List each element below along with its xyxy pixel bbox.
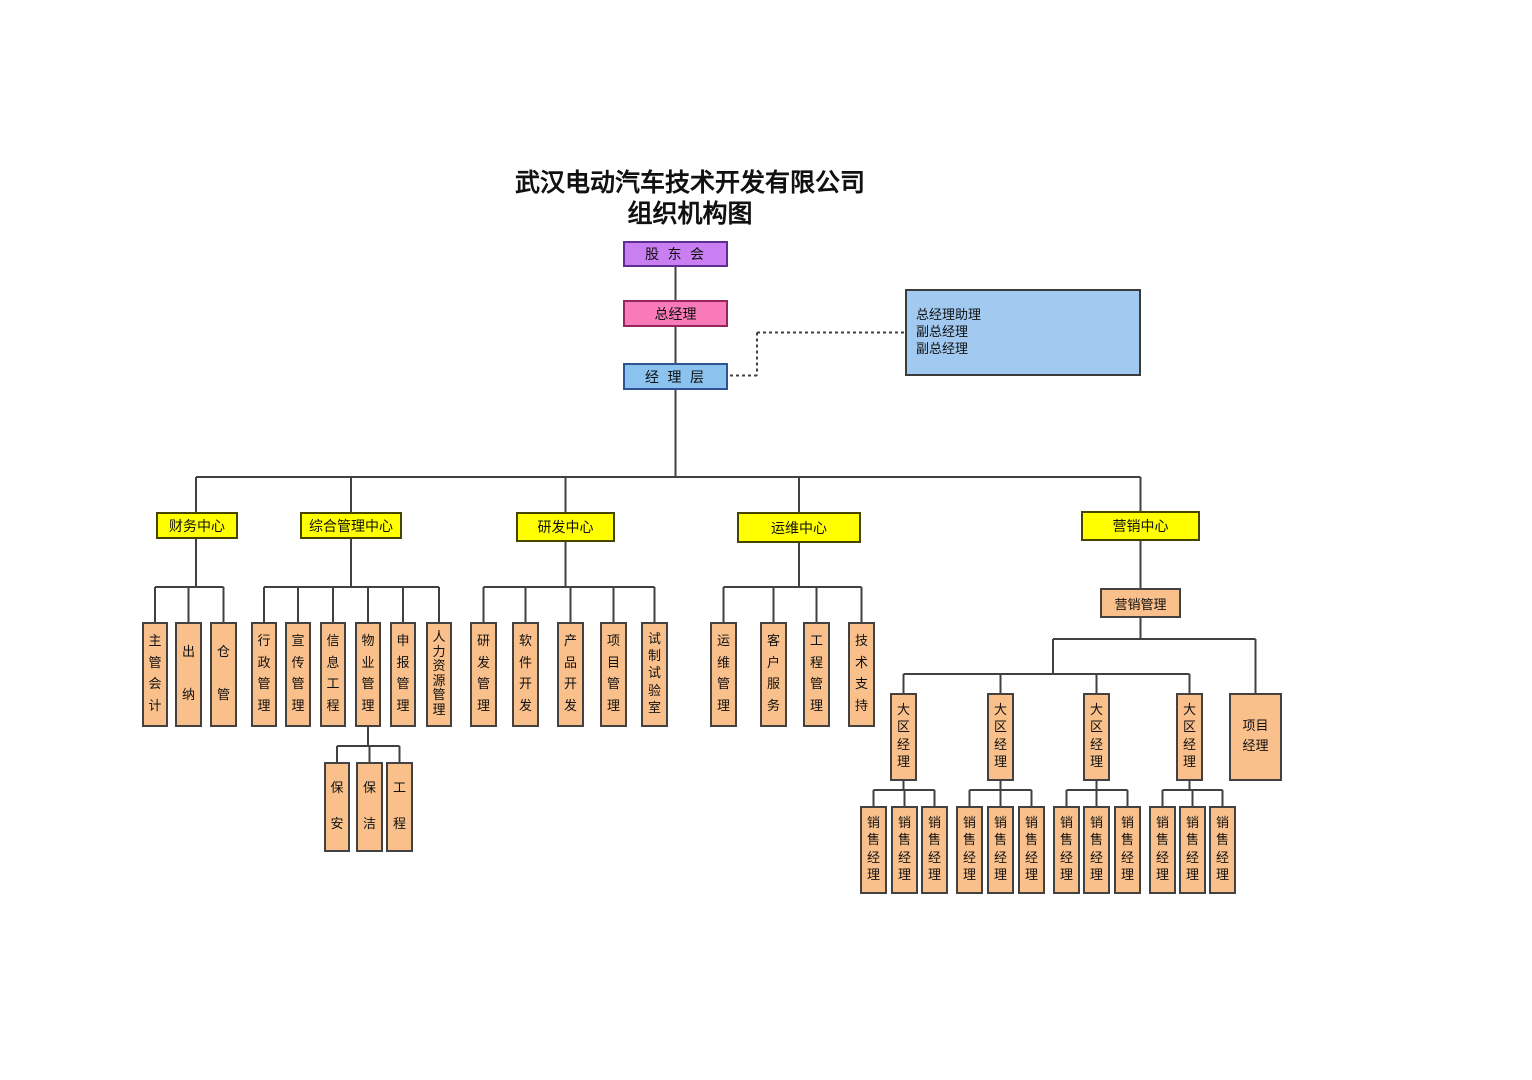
dept-project-management: 项目管理 xyxy=(600,622,627,727)
node-region-manager-2: 大区经理 xyxy=(987,693,1014,781)
node-sales-manager-4: 销售经理 xyxy=(956,806,983,894)
node-region-manager-3: 大区经理 xyxy=(1083,693,1110,781)
dept-product-dev: 产品开发 xyxy=(557,622,584,727)
dept-publicity-management: 宣传管理 xyxy=(285,622,311,727)
chart-title-line1: 武汉电动汽车技术开发有限公司 xyxy=(514,168,865,197)
node-sales-manager-10: 销售经理 xyxy=(1149,806,1176,894)
center-finance: 财务中心 xyxy=(156,512,238,539)
dept-info-engineering: 信息工程 xyxy=(320,622,346,727)
chart-title-line2: 组织机构图 xyxy=(627,199,753,228)
node-sales-manager-9: 销售经理 xyxy=(1114,806,1141,894)
dept-rd-management: 研发管理 xyxy=(470,622,497,727)
node-sales-manager-12: 销售经理 xyxy=(1209,806,1236,894)
dept-software-dev: 软件开发 xyxy=(512,622,539,727)
node-sales-manager-8: 销售经理 xyxy=(1083,806,1110,894)
node-shareholders: 股 东 会 xyxy=(623,241,728,267)
assistant-line-3: 副总经理 xyxy=(916,342,969,357)
node-project-manager: 项目 经理 xyxy=(1229,693,1282,781)
node-sales-manager-11: 销售经理 xyxy=(1179,806,1206,894)
node-marketing-management: 营销管理 xyxy=(1100,588,1181,618)
dept-chief-accountant: 主管会计 xyxy=(142,622,168,727)
center-comprehensive-management: 综合管理中心 xyxy=(300,512,402,539)
dept-hr-management: 人力资源管理 xyxy=(426,622,452,727)
node-sales-manager-2: 销售经理 xyxy=(891,806,918,894)
assistant-line-1: 总经理助理 xyxy=(916,308,982,323)
chart-title: 武汉电动汽车技术开发有限公司 组织机构图 xyxy=(390,167,990,229)
deputy-managers-box: 总经理助理 副总经理 副总经理 xyxy=(905,289,1141,376)
center-marketing: 营销中心 xyxy=(1081,511,1200,541)
node-region-manager-1: 大区经理 xyxy=(890,693,917,781)
dept-cashier: 出纳 xyxy=(175,622,202,727)
node-sales-manager-7: 销售经理 xyxy=(1053,806,1080,894)
node-sales-manager-1: 销售经理 xyxy=(860,806,887,894)
center-ops: 运维中心 xyxy=(737,512,861,543)
dept-security: 保安 xyxy=(324,762,350,852)
dept-warehouse: 仓管 xyxy=(210,622,237,727)
assistant-line-2: 副总经理 xyxy=(916,325,969,340)
dept-engineering: 工程 xyxy=(386,762,413,852)
dept-trial-lab: 试制试验室 xyxy=(641,622,668,727)
node-region-manager-4: 大区经理 xyxy=(1176,693,1203,781)
dept-cleaning: 保洁 xyxy=(356,762,383,852)
dept-ops-management: 运维管理 xyxy=(710,622,737,727)
node-manager-level: 经 理 层 xyxy=(623,363,728,390)
node-sales-manager-5: 销售经理 xyxy=(987,806,1014,894)
node-sales-manager-3: 销售经理 xyxy=(921,806,948,894)
dept-engineering-management: 工程管理 xyxy=(803,622,830,727)
dept-customer-service: 客户服务 xyxy=(760,622,787,727)
dept-declaration-management: 申报管理 xyxy=(390,622,416,727)
node-sales-manager-6: 销售经理 xyxy=(1018,806,1045,894)
dept-admin-management: 行政管理 xyxy=(251,622,277,727)
dept-property-management: 物业管理 xyxy=(355,622,381,727)
node-general-manager: 总经理 xyxy=(623,300,728,327)
center-rd: 研发中心 xyxy=(516,512,615,542)
dept-tech-support: 技术支持 xyxy=(848,622,875,727)
